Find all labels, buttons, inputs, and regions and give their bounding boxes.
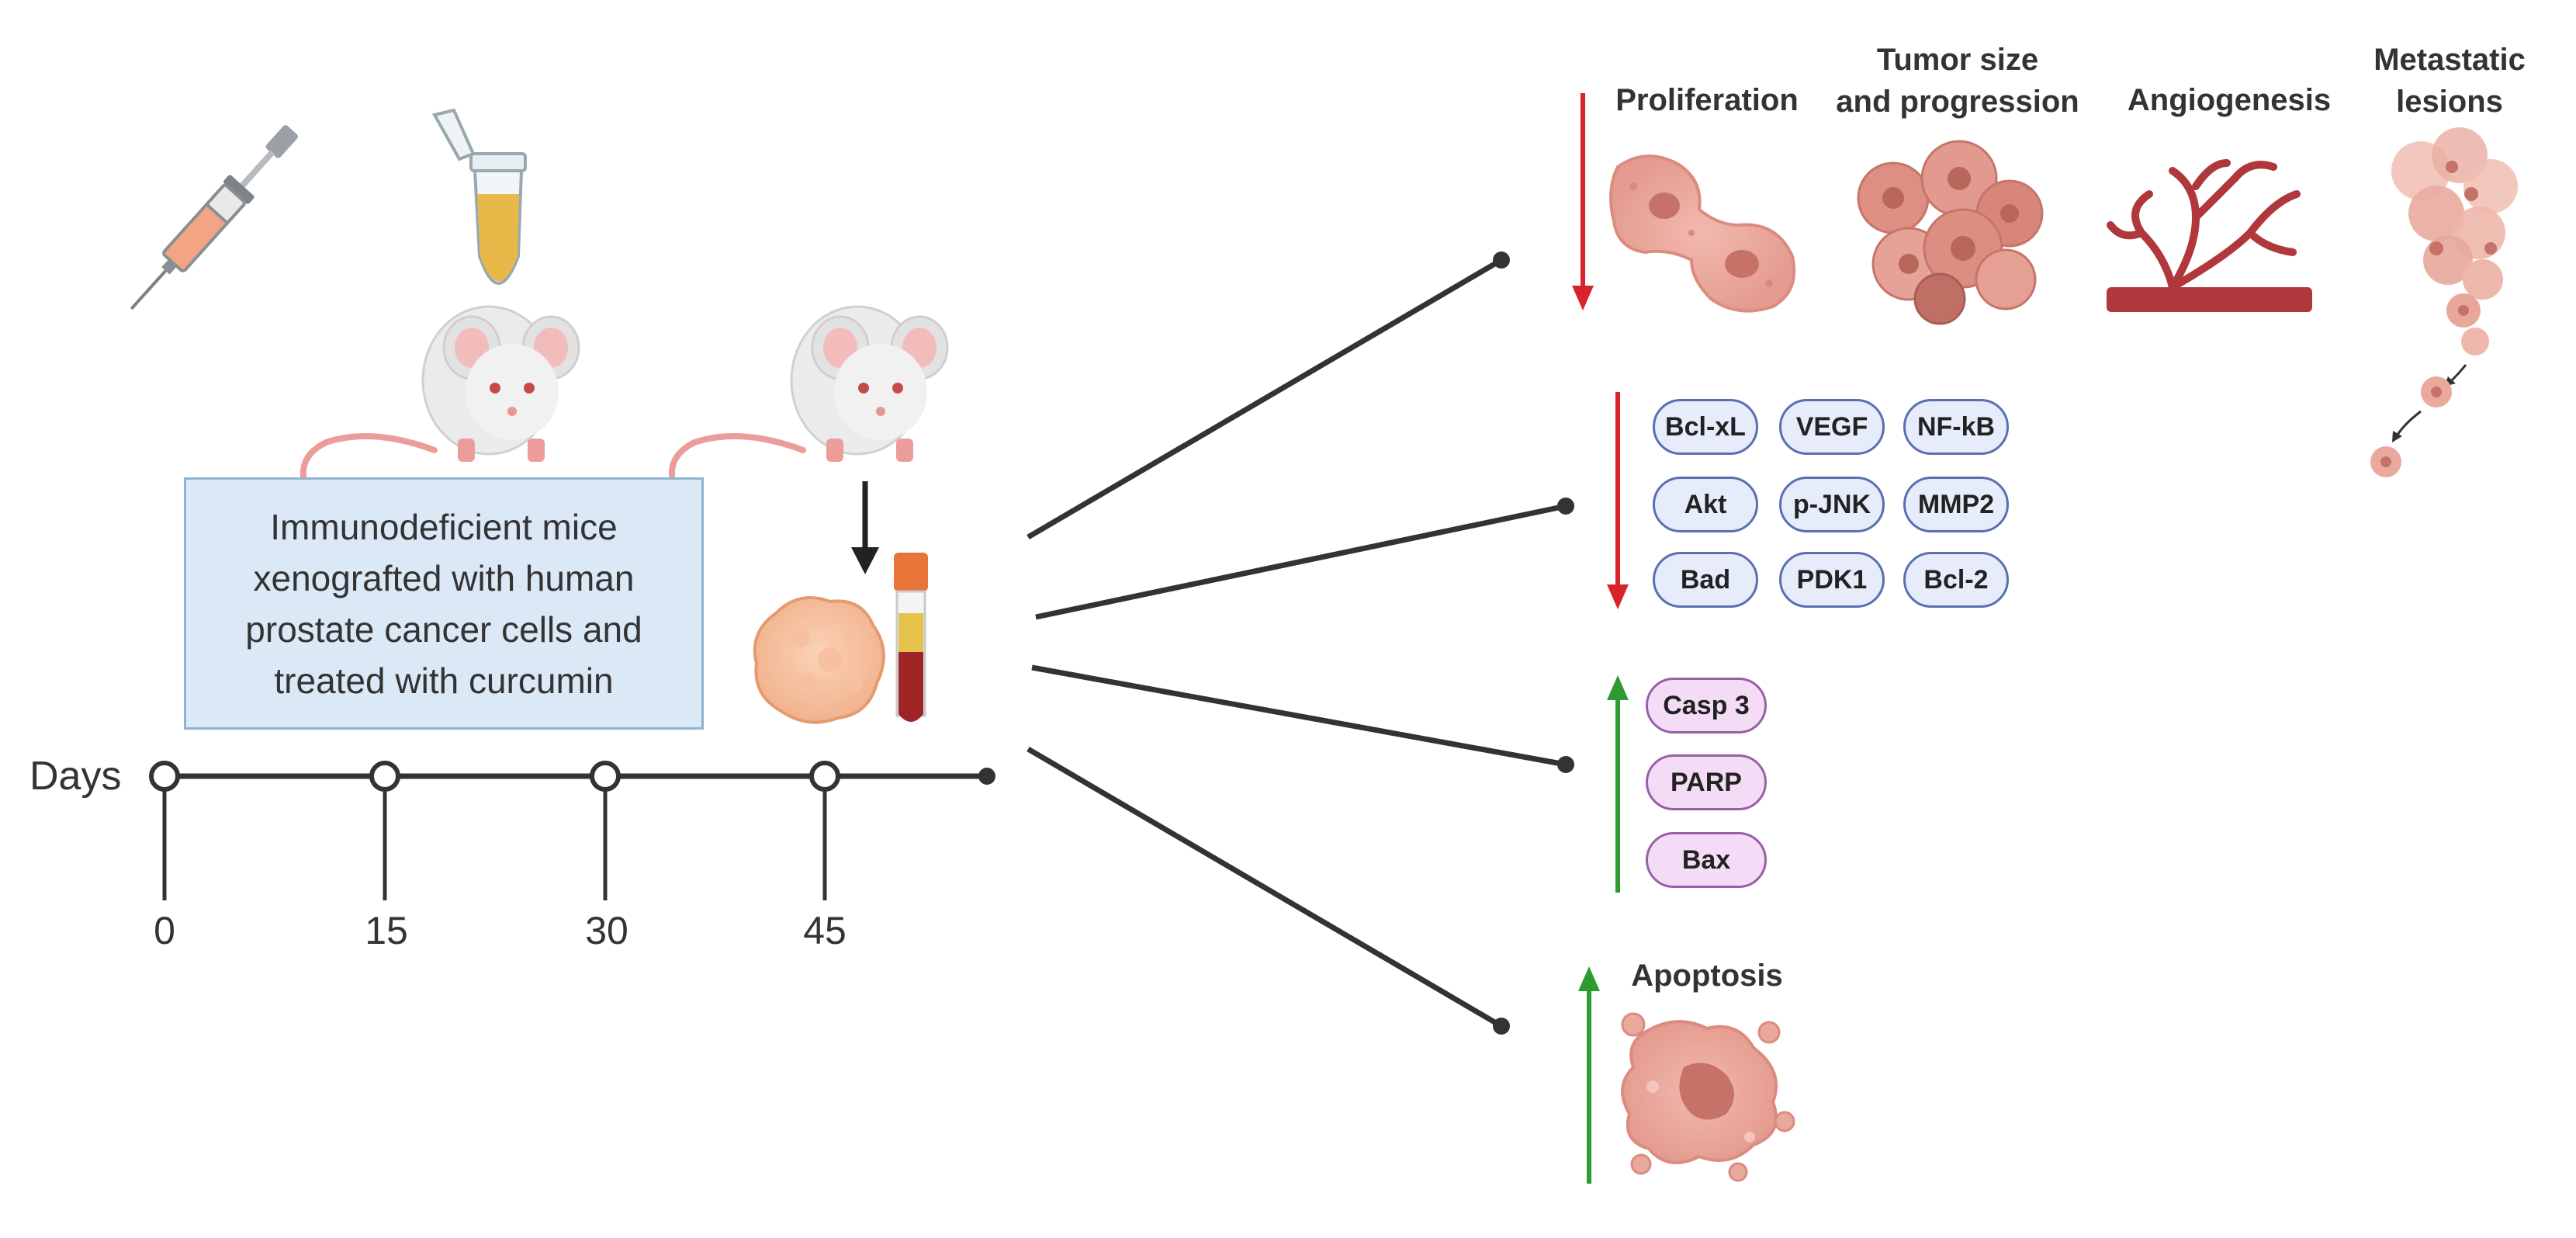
sample-tube-icon — [431, 108, 527, 285]
branch-dot-downregulated — [1557, 498, 1574, 515]
timeline-node-45 — [809, 761, 840, 792]
effect-label-line: Tumor size — [1876, 43, 2039, 77]
marker-pill: NF-kB — [1903, 399, 2009, 455]
branch-dot-apoptosis — [1493, 1018, 1510, 1035]
effect-label-tumor-size: Tumor size and progression — [1836, 39, 2079, 123]
decrease-arrow-icon — [1607, 392, 1629, 609]
branch-dot-upregulated — [1557, 756, 1574, 773]
timeline — [149, 761, 995, 900]
timeline-tick-label: 45 — [803, 909, 847, 952]
effect-label-apoptosis: Apoptosis — [1631, 959, 1783, 993]
protocol-description-line: prostate cancer cells and — [245, 609, 642, 650]
timeline-end-dot — [978, 768, 995, 785]
effect-label-line: and progression — [1836, 85, 2079, 119]
effect-label-metastatic: Metastatic lesions — [2373, 39, 2526, 123]
marker-pill: Akt — [1653, 477, 1758, 532]
increase-arrow-icon — [1578, 966, 1600, 1184]
increase-arrow-icon — [1607, 675, 1629, 893]
blood-vessel-icon — [2107, 159, 2312, 312]
timeline-node-0 — [149, 761, 180, 792]
protocol-description-line: Immunodeficient mice — [270, 506, 618, 547]
protocol-description-line: treated with curcumin — [274, 660, 614, 701]
down-arrow-icon — [851, 481, 879, 574]
metastasis-icon — [2370, 127, 2518, 477]
marker-pill: PARP — [1646, 754, 1767, 810]
branch-line-outcomes — [1027, 257, 1503, 540]
marker-pill: Bad — [1653, 552, 1758, 608]
apoptotic-cell-icon — [1621, 1012, 1795, 1182]
blood-tube-icon — [894, 553, 928, 722]
branch-line-apoptosis — [1027, 746, 1503, 1029]
effect-label-line: Metastatic — [2373, 43, 2526, 77]
mouse-icon — [300, 305, 580, 492]
marker-pill: Bcl-xL — [1653, 399, 1758, 455]
timeline-node-15 — [369, 761, 400, 792]
tumor-cluster-icon — [1857, 140, 2044, 325]
branch-dot-outcomes — [1493, 251, 1510, 269]
timeline-tick-label: 15 — [365, 909, 408, 952]
marker-pill: Bax — [1646, 832, 1767, 888]
protocol-description-box: Immunodeficient mice xenografted with hu… — [184, 477, 704, 730]
marker-pill: Casp 3 — [1646, 678, 1767, 733]
marker-pill: p-JNK — [1779, 477, 1885, 532]
timeline-node-30 — [590, 761, 621, 792]
branch-line-upregulated — [1031, 664, 1567, 768]
branch-line-downregulated — [1035, 503, 1567, 620]
marker-pill: Bcl-2 — [1903, 552, 2009, 608]
branch-lines — [1027, 251, 1574, 1035]
effect-label-angiogenesis: Angiogenesis — [2127, 83, 2332, 117]
dividing-cell-icon — [1609, 154, 1796, 313]
timeline-label: Days — [29, 754, 122, 799]
marker-pill: MMP2 — [1903, 477, 2009, 532]
effect-label-line: lesions — [2396, 85, 2503, 119]
marker-pill: PDK1 — [1779, 552, 1885, 608]
effect-label-proliferation: Proliferation — [1615, 83, 1799, 117]
marker-pill: VEGF — [1779, 399, 1885, 455]
syringe-icon — [130, 125, 298, 310]
timeline-tick-label: 0 — [154, 909, 175, 952]
protocol-description-line: xenografted with human — [253, 557, 635, 598]
timeline-tick-label: 30 — [585, 909, 628, 952]
tumor-icon — [753, 596, 885, 724]
mouse-icon — [669, 305, 949, 492]
decrease-arrow-icon — [1572, 93, 1594, 310]
